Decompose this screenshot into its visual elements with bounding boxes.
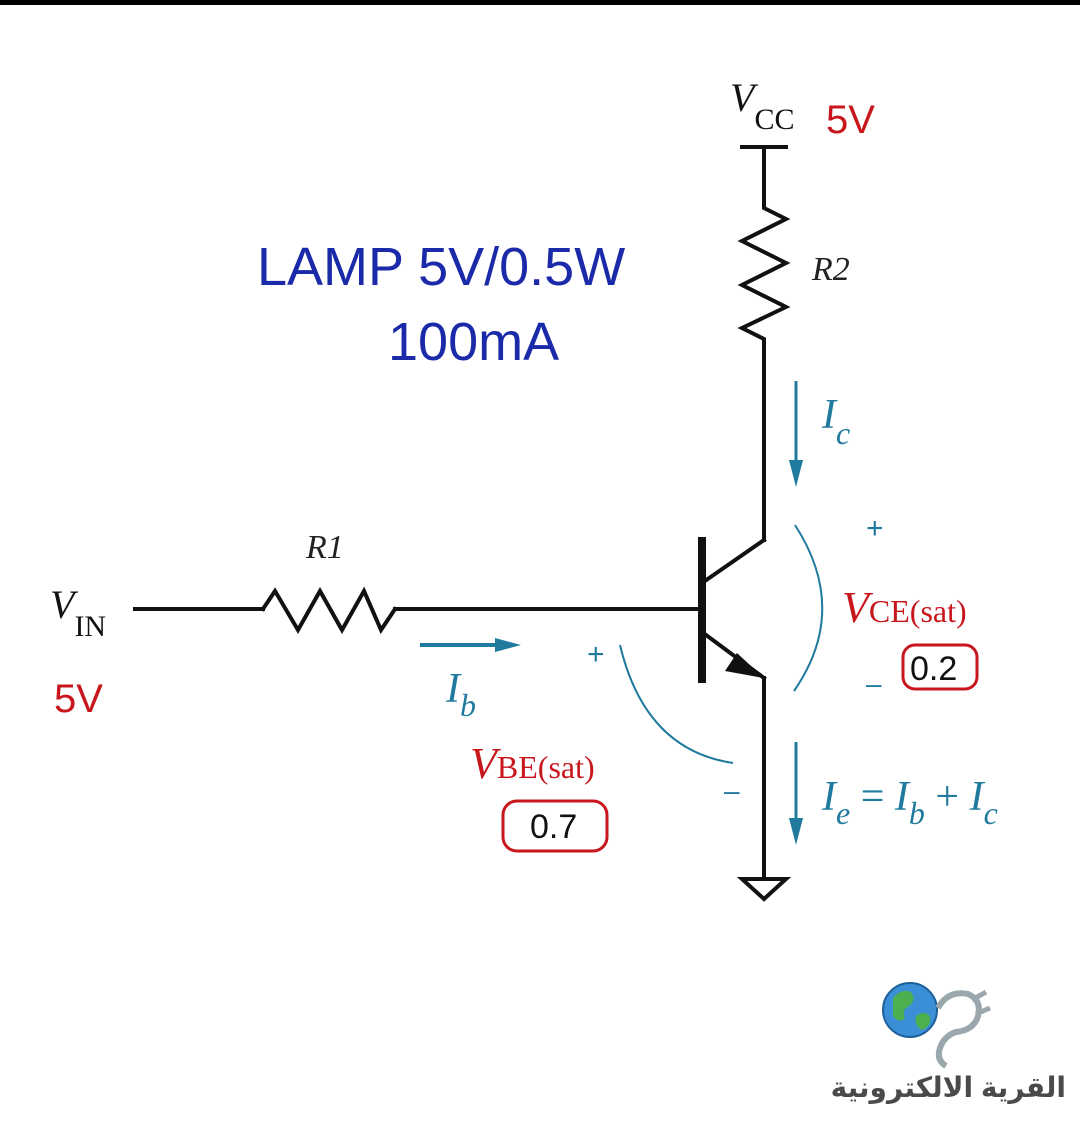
globe-plug-icon — [882, 982, 991, 1069]
ground-symbol — [736, 877, 792, 902]
vbe-subscript: BE(sat) — [497, 749, 595, 785]
ie-ic-subscript: c — [984, 795, 998, 831]
vcc-subscript: CC — [754, 103, 794, 136]
vbe-minus-sign: – — [724, 775, 740, 806]
vce-v: V — [842, 583, 874, 632]
ic-i: I — [821, 392, 838, 438]
vbe-label: VBE(sat) — [470, 739, 595, 788]
r2-resistor — [737, 196, 791, 347]
vin-subscript: IN — [74, 610, 106, 643]
vce-subscript: CE(sat) — [869, 593, 967, 629]
vce-plus-sign: + — [866, 512, 884, 545]
vcc-value: 5V — [826, 98, 875, 142]
ib-label: Ib — [445, 666, 476, 723]
lamp-current: 100mA — [388, 312, 559, 372]
vcc-v: V — [730, 75, 759, 120]
r2-label: R2 — [811, 251, 850, 288]
vce-value-box — [901, 643, 979, 691]
vbe-plus-sign: + — [587, 638, 605, 671]
ie-plus: + — [925, 774, 970, 820]
r1-label: R1 — [305, 529, 344, 566]
emitter-arrow — [725, 653, 764, 678]
vce-minus-sign: – — [866, 668, 882, 699]
ic-subscript: c — [836, 415, 850, 451]
ie-subscript: e — [836, 795, 850, 831]
ie-arrow-head — [789, 818, 803, 845]
vin-v: V — [50, 582, 79, 627]
ie-ic-i: I — [969, 774, 986, 820]
lamp-rating: LAMP 5V/0.5W — [257, 237, 625, 297]
vbe-arc — [619, 644, 734, 764]
vbe-v: V — [470, 739, 502, 788]
vcc-label: VCC — [730, 75, 794, 136]
collector-lead — [699, 537, 767, 586]
ie-equals: = — [850, 774, 895, 820]
top-border — [0, 0, 1080, 5]
vce-value: 0.2 — [910, 650, 957, 688]
vce-arc — [793, 524, 824, 692]
ic-label: Ic — [821, 392, 850, 451]
ib-arrow-head — [495, 638, 521, 652]
ie-ib-i: I — [894, 774, 911, 820]
ib-subscript: b — [460, 687, 476, 723]
ie-equation: Ie = Ib + Ic — [821, 774, 998, 831]
ie-ib-subscript: b — [909, 795, 925, 831]
vce-label: VCE(sat) — [842, 583, 967, 632]
vin-value: 5V — [54, 677, 103, 721]
ie-i: I — [821, 774, 838, 820]
vbe-value-box — [501, 799, 609, 853]
ib-i: I — [445, 666, 462, 712]
vbe-value: 0.7 — [530, 808, 577, 846]
r1-resistor — [260, 586, 398, 635]
ic-arrow-head — [789, 460, 803, 487]
logo-text: القرية الالكترونية — [831, 1072, 1066, 1104]
vin-label: VIN — [50, 582, 106, 643]
